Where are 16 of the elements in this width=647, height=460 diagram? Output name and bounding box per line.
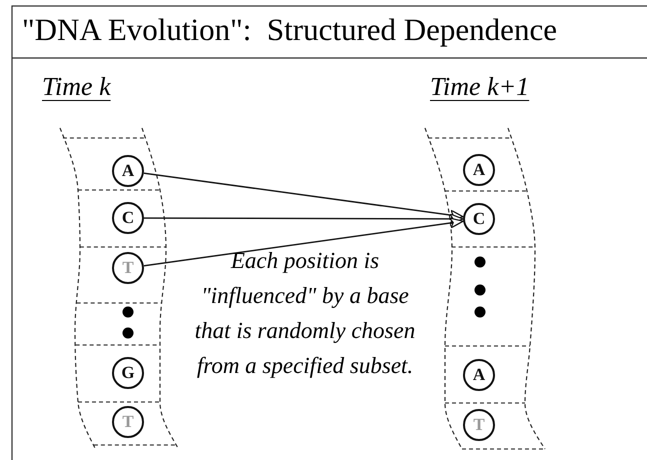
arrow	[144, 172, 464, 221]
base-circle: A	[463, 359, 495, 391]
base-circle: A	[463, 154, 495, 186]
arrow	[144, 217, 464, 266]
base-circle: A	[112, 155, 144, 187]
annotation-text: Each position is "influenced" by a base that is randomly chosen from a specified subset.	[194, 247, 416, 380]
base-circle: T	[112, 406, 144, 438]
base-circle: C	[463, 203, 495, 235]
time-heading: Time k	[42, 72, 112, 102]
arrow	[144, 213, 464, 225]
title: "DNA Evolution": Structured Dependence	[22, 12, 557, 48]
base-circle: G	[112, 357, 144, 389]
time-heading: Time k+1	[430, 72, 530, 102]
base-circle: C	[112, 202, 144, 234]
base-circle: T	[112, 252, 144, 284]
base-circle: T	[463, 409, 495, 441]
